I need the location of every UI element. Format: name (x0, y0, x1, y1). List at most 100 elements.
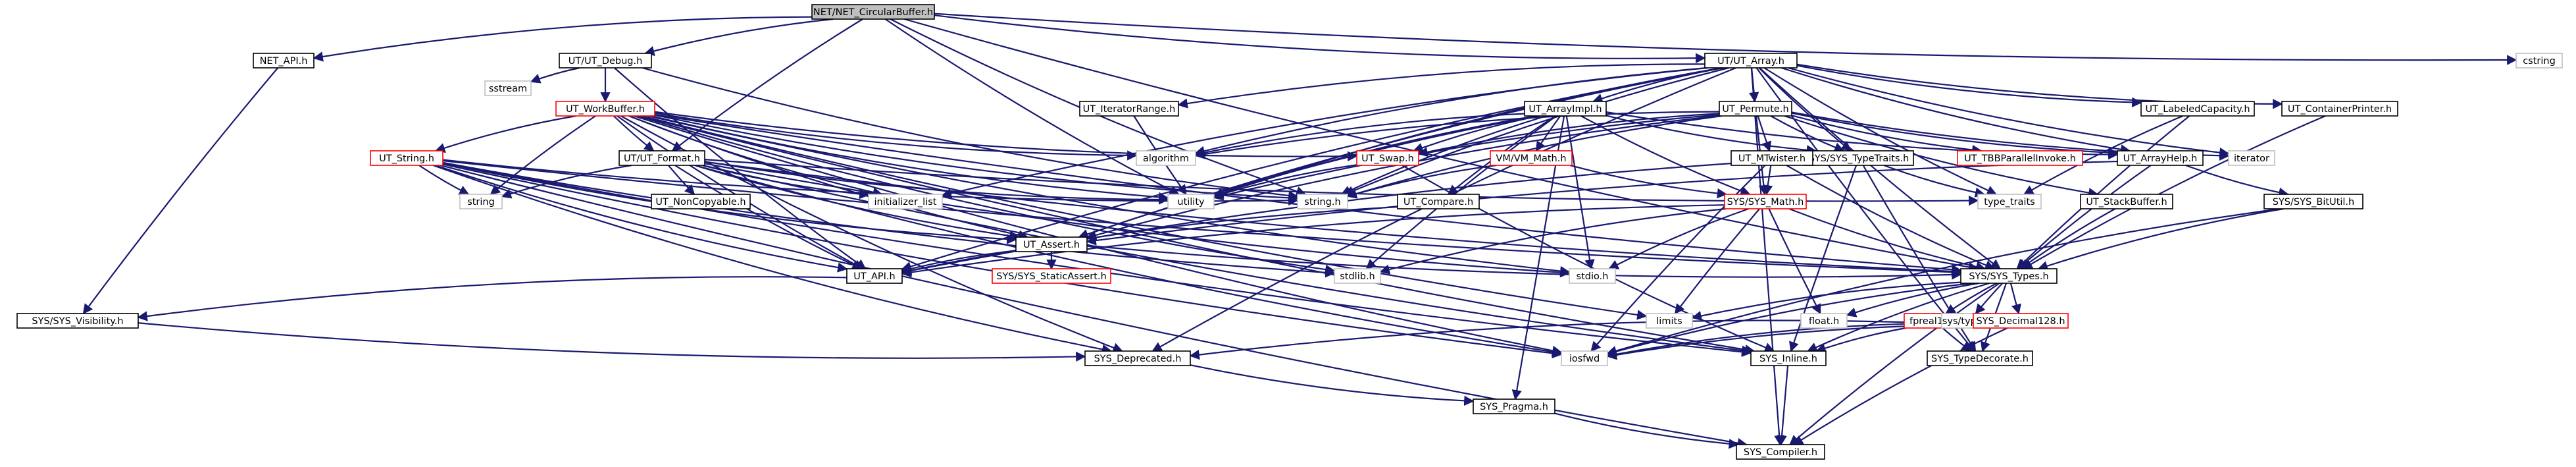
node-cstring[interactable]: cstring (2515, 53, 2563, 69)
node-label-sstream: sstream (489, 84, 527, 94)
node-ut_workbuffer[interactable]: UT_WorkBuffer.h (555, 101, 655, 117)
edge-sys_types-to-sys_compiler (1789, 283, 2000, 445)
node-ut_mtwister[interactable]: UT_MTwister.h (1730, 150, 1813, 166)
node-box-ut_tbbparallel (1957, 150, 2083, 166)
edge-sys_deprecated-to-sys_pragma (1190, 364, 1475, 406)
node-box-net_api (253, 53, 315, 69)
node-sys_deprecated[interactable]: SYS_Deprecated.h (1084, 350, 1191, 366)
edge-fpreal16-to-sys_typedecorate (1942, 327, 1972, 352)
edge-ut_string-to-ut_api (435, 164, 848, 273)
edge-fpreal16-to-sys_inline (1815, 327, 1906, 353)
node-label-sys_typedecorate: SYS_TypeDecorate.h (1931, 354, 2029, 364)
node-initializer_list[interactable]: initializer_list (868, 194, 943, 209)
node-sys_math[interactable]: SYS/SYS_Math.h (1724, 194, 1807, 209)
edge-ut_mtwister-to-sys_types (1786, 165, 1996, 270)
edge-sys_inline-to-sys_compiler (1777, 365, 1789, 446)
node-box-vm_math (1490, 150, 1573, 166)
node-root[interactable]: NET/NET_CircularBuffer.h (811, 4, 935, 20)
node-ut_permute[interactable]: UT_Permute.h (1719, 101, 1792, 117)
node-sys_inline[interactable]: SYS_Inline.h (1750, 350, 1827, 366)
edge-ut_debug-to-sstream (530, 67, 580, 84)
node-sys_bitutil[interactable]: SYS/SYS_BitUtil.h (2263, 194, 2363, 209)
node-ut_swap[interactable]: UT_Swap.h (1356, 150, 1419, 166)
node-box-ut_permute (1719, 101, 1792, 117)
node-sys_staticassert[interactable]: SYS/SYS_StaticAssert.h (992, 268, 1111, 284)
node-box-ut_noncopyable (651, 194, 751, 209)
node-ut_assert[interactable]: UT_Assert.h (1015, 236, 1088, 252)
node-box-utility (1167, 194, 1215, 209)
node-label-ut_workbuffer: UT_WorkBuffer.h (566, 104, 645, 115)
edge-ut_permute-to-ut_tbbparallel (1791, 115, 1983, 155)
node-ut_string[interactable]: UT_String.h (370, 150, 443, 166)
edge-ut_workbuffer-to-ut_assert (628, 115, 1029, 240)
node-string_grey[interactable]: string (459, 194, 503, 209)
node-ut_containerprinter[interactable]: UT_ContainerPrinter.h (2281, 101, 2398, 117)
node-iterator[interactable]: iterator (2228, 150, 2275, 166)
node-box-stdlib (1334, 268, 1381, 284)
node-ut_tbbparallel[interactable]: UT_TBBParallelInvoke.h (1957, 150, 2083, 166)
edge-ut_arrayimpl-to-sys_math (1580, 115, 1751, 196)
node-sys_typedecorate[interactable]: SYS_TypeDecorate.h (1927, 350, 2033, 366)
node-ut_compare[interactable]: UT_Compare.h (1397, 194, 1480, 209)
edge-ut_workbuffer-to-string_grey (490, 115, 596, 195)
node-ut_labeledcapacity[interactable]: UT_LabeledCapacity.h (2140, 101, 2255, 117)
node-stdlib[interactable]: stdlib.h (1334, 268, 1381, 284)
node-ut_array[interactable]: UT/UT_Array.h (1704, 53, 1798, 69)
node-ut_iteratorrange[interactable]: UT_IteratorRange.h (1079, 101, 1179, 117)
node-sys_types[interactable]: SYS/SYS_Types.h (1960, 268, 2058, 284)
node-vm_math[interactable]: VM/VM_Math.h (1490, 150, 1573, 166)
node-net_api[interactable]: NET_API.h (253, 53, 315, 69)
node-sys_visibility[interactable]: SYS/SYS_Visibility.h (16, 313, 139, 329)
edge-ut_string-to-string_grey (418, 165, 470, 195)
node-box-sys_inline (1750, 350, 1827, 366)
edge-ut_arrayimpl-to-utility (1213, 115, 1536, 198)
node-box-iosfwd (1561, 350, 1608, 366)
node-ut_stackbuffer[interactable]: UT_StackBuffer.h (2080, 194, 2173, 209)
node-algorithm[interactable]: algorithm (1136, 150, 1196, 166)
edge-ut_arrayimpl-to-algorithm (1194, 113, 1525, 158)
edge-sys_bitutil-to-sys_types (2037, 207, 2285, 271)
node-sstream[interactable]: sstream (484, 80, 532, 96)
node-float_h[interactable]: float.h (1800, 313, 1848, 329)
node-sys_typetraits[interactable]: SYS/SYS_TypeTraits.h (1804, 150, 1914, 166)
node-box-stdio (1569, 268, 1616, 284)
node-ut_noncopyable[interactable]: UT_NonCopyable.h (651, 194, 751, 209)
node-label-float_h: float.h (1809, 316, 1839, 327)
node-ut_arrayhelp[interactable]: UT_ArrayHelp.h (2117, 150, 2204, 166)
node-box-ut_workbuffer (555, 101, 655, 117)
node-label-ut_compare: UT_Compare.h (1403, 197, 1473, 207)
node-stdio[interactable]: stdio.h (1569, 268, 1616, 284)
edge-ut_arrayimpl-to-string_h (1340, 115, 1547, 196)
node-limits[interactable]: limits (1646, 313, 1693, 329)
node-sys_pragma[interactable]: SYS_Pragma.h (1473, 398, 1555, 414)
edge-sys_decimal128-to-sys_compiler (1792, 327, 2008, 445)
edge-sys_math-to-limits (1674, 208, 1760, 315)
node-sys_compiler[interactable]: SYS_Compiler.h (1736, 444, 1825, 460)
node-ut_debug[interactable]: UT/UT_Debug.h (559, 53, 652, 69)
node-ut_api[interactable]: UT_API.h (846, 268, 903, 284)
node-label-sys_visibility: SYS/SYS_Visibility.h (32, 316, 123, 327)
node-box-ut_mtwister (1730, 150, 1813, 166)
node-ut_arrayimpl[interactable]: UT_ArrayImpl.h (1524, 101, 1607, 117)
node-iosfwd[interactable]: iosfwd (1561, 350, 1608, 366)
edge-sys_math-to-float_h (1768, 208, 1821, 315)
edge-ut_workbuffer-to-stdio (647, 115, 1571, 277)
node-string_h[interactable]: string.h (1297, 194, 1348, 209)
node-utility[interactable]: utility (1167, 194, 1215, 209)
edge-ut_mtwister-to-sys_math (1763, 165, 1773, 196)
node-ut_format[interactable]: UT/UT_Format.h (619, 150, 705, 166)
edge-ut_format-to-ut_noncopyable (667, 165, 695, 196)
edge-ut_array-to-ut_arrayhelp (1780, 67, 2131, 155)
edge-sys_types-to-sys_systypes (1975, 283, 2004, 315)
edge-ut_permute-to-sys_typetraits (1770, 115, 1845, 153)
edge-ut_string-to-sys_deprecated (432, 164, 1113, 354)
edge-ut_permute-to-ut_mtwister (1757, 115, 1772, 152)
node-label-ut_labeledcapacity: UT_LabeledCapacity.h (2145, 104, 2250, 115)
node-box-sys_staticassert (992, 268, 1111, 284)
edge-root-to-ut_array (934, 14, 1706, 63)
node-box-sstream (484, 80, 532, 96)
node-sys_decimal128[interactable]: SYS_Decimal128.h (1973, 313, 2069, 329)
node-type_traits[interactable]: type_traits (1977, 194, 2042, 209)
node-label-ut_iteratorrange: UT_IteratorRange.h (1083, 104, 1176, 115)
edge-ut_permute-to-ut_stackbuffer (1784, 115, 2099, 198)
